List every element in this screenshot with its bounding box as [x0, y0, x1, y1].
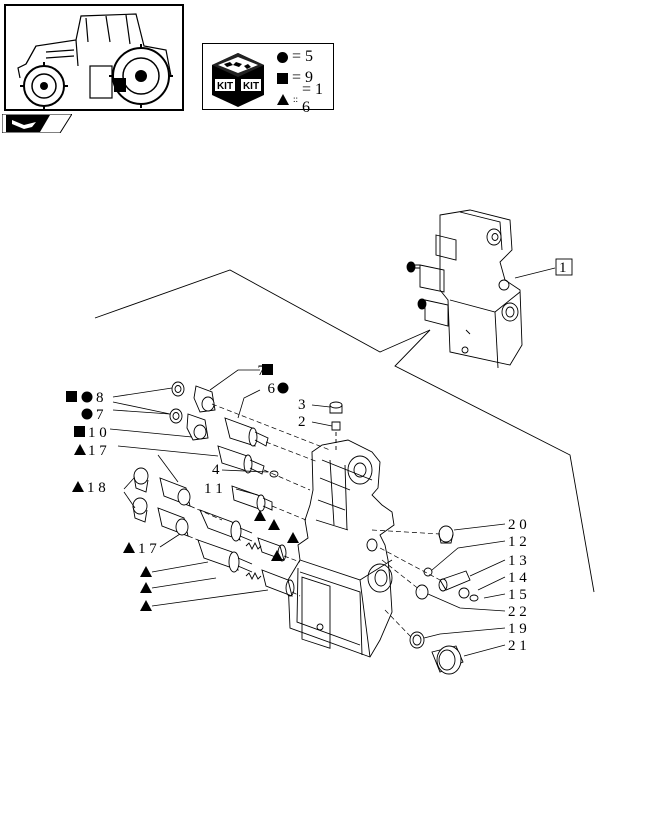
triangle-icon [123, 542, 135, 553]
triangle-icon [277, 93, 289, 105]
valve-assembly-thumbnail [406, 209, 523, 369]
triangle-icon [74, 444, 86, 455]
equiv-icon: :: [293, 93, 299, 104]
callout-14: 1 4 [508, 570, 527, 586]
triangle-icon [268, 519, 280, 530]
circle-icon [277, 382, 289, 394]
check-valve [132, 467, 191, 537]
callout-21: 2 1 [508, 638, 527, 654]
assembly-ref-label: 1 [559, 260, 567, 276]
callout-4: 4 [212, 462, 220, 478]
spool [217, 417, 269, 475]
callout-7: 7 [96, 407, 104, 423]
assembly-ref-box [555, 258, 573, 276]
next-page-button[interactable] [1, 113, 73, 134]
kit-label-right: KIT [243, 81, 259, 92]
callout-19: 1 9 [508, 621, 527, 637]
callout-11: 1 1 [204, 481, 223, 497]
bolt [329, 401, 343, 450]
callout-2: 2 [298, 414, 306, 430]
tractor-thumbnail [4, 4, 184, 111]
square-icon [74, 426, 85, 437]
kit-row-square: = 9 [277, 68, 313, 88]
triangle-icon [271, 550, 283, 561]
callout-13: 1 3 [508, 553, 527, 569]
square-icon [262, 364, 273, 375]
kit-legend: KIT KIT = 5 = 9 :: = 1 6 [202, 43, 334, 116]
triangle-icon [287, 532, 299, 543]
callout-15: 1 5 [508, 587, 527, 603]
kit-label-left: KIT [217, 81, 233, 92]
valve-body [287, 439, 395, 658]
square-icon [277, 72, 288, 84]
triangle-icon [140, 566, 152, 577]
callout-3: 3 [298, 397, 306, 413]
triangle-icon [254, 510, 266, 521]
square-icon [66, 391, 77, 402]
circle-icon [81, 408, 93, 420]
kit-row-text: = 9 [292, 69, 314, 86]
callout-6: 6 [268, 381, 276, 397]
kit-row-triangle: :: = 1 6 [277, 81, 333, 116]
kit-row-circle: = 5 [277, 47, 313, 67]
callout-12: 1 2 [508, 534, 527, 550]
callout-8: 8 [96, 390, 104, 406]
callout-17: 1 7 [138, 541, 157, 557]
kit-box-icon: KIT KIT [212, 53, 264, 107]
triangle-icon [140, 582, 152, 593]
tractor-icon [17, 13, 173, 109]
callout-18: 1 8 [87, 480, 106, 496]
callout-7: 7 [258, 363, 266, 379]
kit-row-text: = 1 6 [302, 81, 324, 116]
plug-seal [169, 381, 185, 424]
callout-17: 1 7 [88, 443, 107, 459]
circle-icon [81, 391, 93, 403]
solenoid-spool [197, 509, 295, 597]
callout-20: 2 0 [508, 517, 527, 533]
right-fittings [409, 525, 479, 675]
kit-row-text: = 5 [292, 48, 314, 65]
callout-10: 1 0 [88, 425, 107, 441]
triangle-icon [140, 600, 152, 611]
circle-icon [277, 51, 288, 63]
triangle-icon [72, 481, 84, 492]
callout-22: 2 2 [508, 604, 527, 620]
cap [186, 385, 216, 441]
